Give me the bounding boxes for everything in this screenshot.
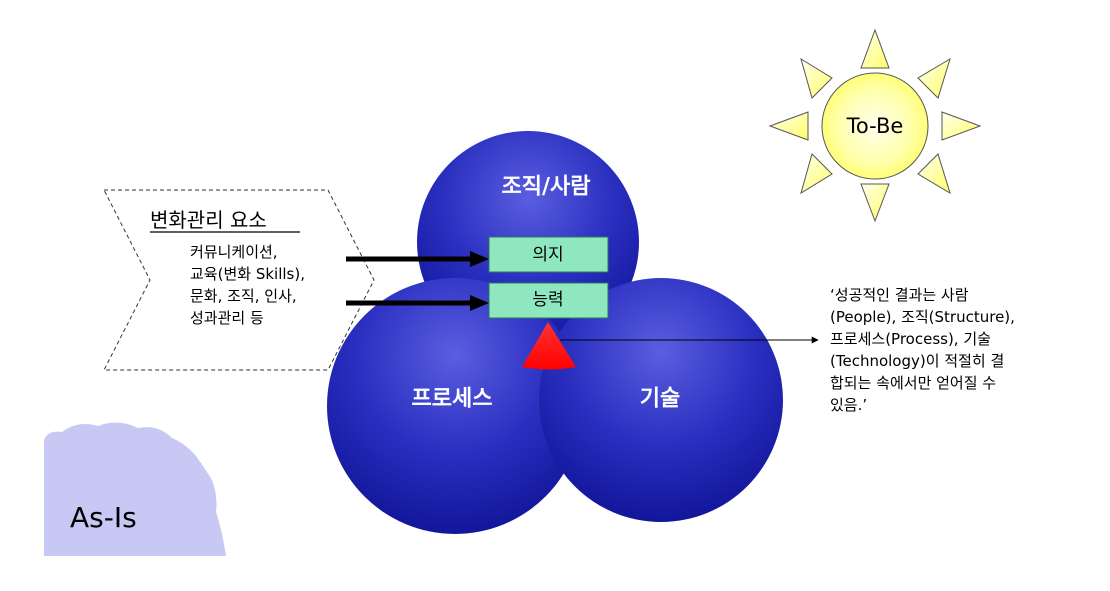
arrow-to-capability [346, 295, 489, 311]
sun-ray [917, 57, 951, 99]
sun-ray [768, 111, 809, 141]
as-is-label: As-Is [70, 501, 137, 534]
arrow-to-will [346, 251, 489, 267]
sun-ray [941, 111, 982, 141]
quote-line: 있음.’ [830, 396, 867, 414]
will-box [488, 236, 609, 273]
intersection-triangle [522, 322, 576, 370]
as-is-cloud [44, 422, 226, 556]
quote-line: 프로세스(Process), 기술 [830, 330, 991, 348]
technology-circle [539, 278, 783, 522]
sun-ray [917, 153, 951, 195]
change-elements-item: 커뮤니케이션, [190, 243, 278, 261]
change-elements-item: 성과관리 등 [190, 309, 264, 327]
to-be-sun: To-Be [768, 28, 982, 223]
change-elements-title: 변화관리 요소 [150, 208, 267, 232]
sun-ray [860, 183, 890, 223]
sun-ray [800, 57, 833, 99]
process-label: 프로세스 [412, 387, 493, 412]
technology-label: 기술 [640, 387, 680, 412]
capability-label: 능력 [532, 290, 563, 310]
capability-box [488, 282, 609, 319]
sun-ray [800, 153, 833, 195]
will-label: 의지 [532, 245, 563, 265]
quote-line: 합되는 속에서만 얻어질 수 [830, 374, 996, 392]
quote-line: (People), 조직(Structure), [830, 308, 1015, 326]
sun-core [821, 72, 929, 180]
to-be-label: To-Be [846, 114, 904, 138]
quote-line: ‘성공적인 결과는 사람 [830, 286, 969, 304]
sun-ray [860, 28, 890, 69]
organization-label: 조직/사람 [502, 175, 591, 200]
change-elements-item: 문화, 조직, 인사, [190, 287, 297, 305]
change-elements-item: 교육(변화 Skills), [190, 265, 305, 283]
quote-line: (Technology)이 적절히 결 [830, 352, 1004, 370]
change-elements-chevron [103, 189, 375, 371]
process-circle [327, 278, 583, 534]
